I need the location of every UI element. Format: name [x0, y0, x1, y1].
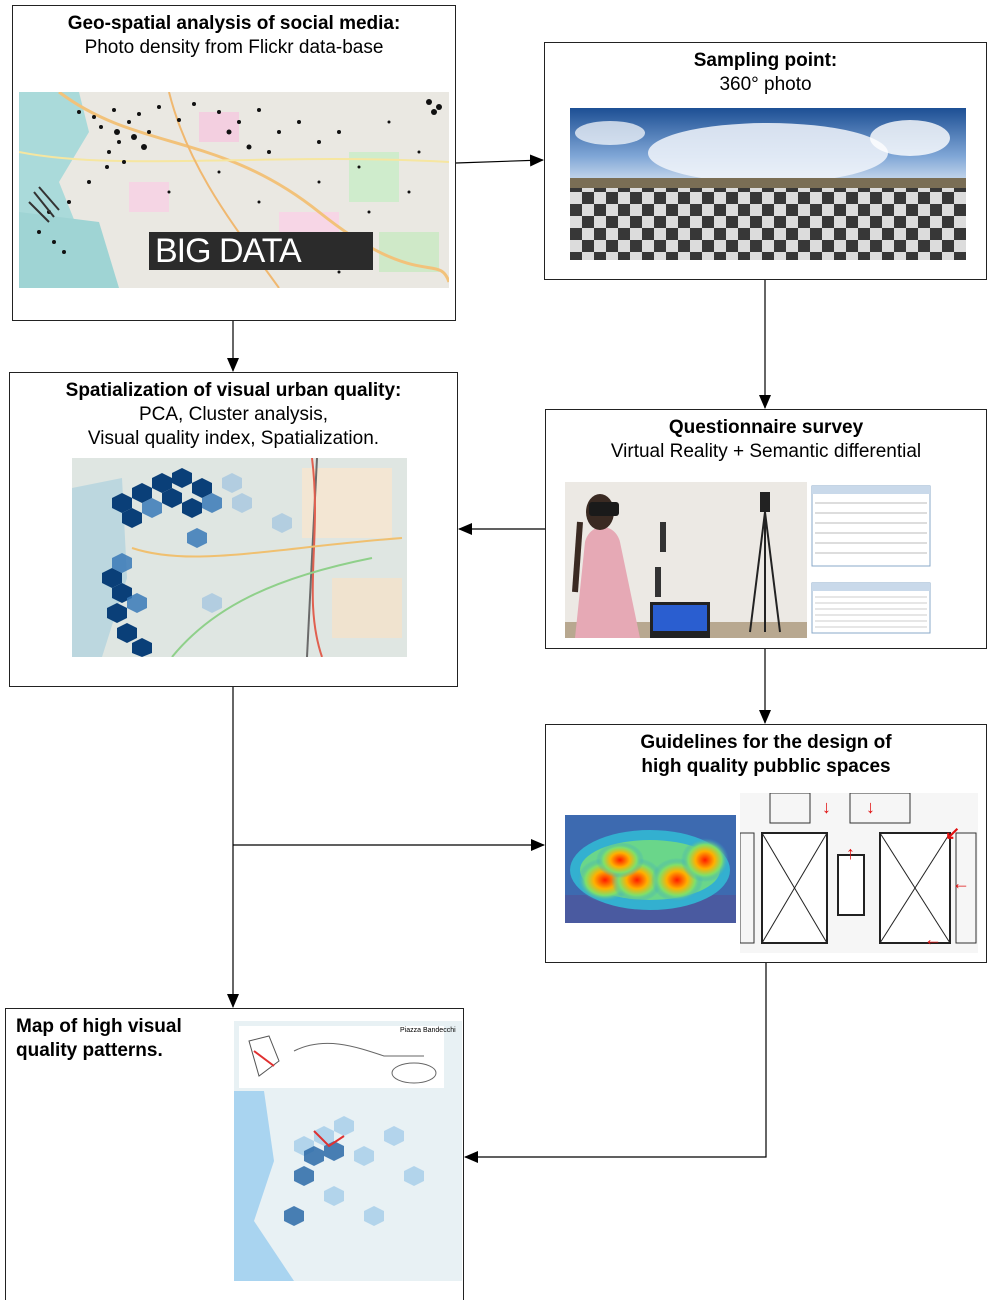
arrow-geo-to-sampling [455, 154, 544, 167]
guidelines-line2: high quality pubblic spaces [641, 756, 891, 777]
arrow-marker-icon: ← [924, 929, 942, 949]
map-line2: quality patterns. [16, 1040, 163, 1061]
piazza-plan-drawing: ↓ ↓ ↑ ↙ ← ← [740, 793, 978, 953]
questionnaire-box: Questionnaire survey Virtual Reality + S… [545, 409, 987, 649]
plan-graphic [740, 793, 978, 953]
spatialization-title-bold: Spatialization of visual urban quality: [65, 380, 402, 401]
geo-title-bold: Geo-spatial analysis of social media: [67, 13, 401, 34]
sampling-point-box: Sampling point: 360° photo [544, 42, 987, 280]
flickr-map-graphic [19, 92, 449, 288]
spatialization-line2: PCA, Cluster analysis, [138, 404, 328, 425]
flickr-density-map: BIG DATA [19, 92, 449, 288]
geo-spatial-box: Geo-spatial analysis of social media: Ph… [12, 5, 456, 321]
form-graphic [811, 485, 931, 634]
arrow-marker-icon: ← [952, 873, 970, 893]
map-patterns-box: Map of high visual quality patterns. [5, 1008, 464, 1300]
panorama-360-photo [570, 108, 966, 260]
sampling-title: Sampling point: 360° photo [545, 49, 986, 97]
questionnaire-title-bold: Questionnaire survey [668, 417, 864, 438]
map-inset-caption: Piazza Bandecchi [400, 1027, 456, 1034]
spatialization-box: Spatialization of visual urban quality: … [9, 372, 458, 687]
visual-quality-pattern-map: Piazza Bandecchi [234, 1021, 462, 1281]
arrow-marker-icon: ↑ [846, 843, 855, 863]
guidelines-line1: Guidelines for the design of [640, 732, 892, 753]
vr-photo-graphic [565, 482, 807, 638]
sampling-title-bold: Sampling point: [693, 50, 838, 71]
guidelines-title: Guidelines for the design of high qualit… [546, 731, 986, 779]
guidelines-box: Guidelines for the design of high qualit… [545, 724, 987, 963]
map-line1: Map of high visual [16, 1016, 182, 1037]
big-data-label: BIG DATA [149, 232, 373, 270]
sampling-subtitle: 360° photo [719, 74, 812, 95]
hex-map-graphic [72, 458, 407, 657]
panorama-graphic [570, 108, 966, 260]
eye-tracking-heatmap [565, 815, 736, 923]
visual-quality-hex-map [72, 458, 407, 657]
arrow-marker-icon: ↓ [822, 797, 831, 817]
arrow-marker-icon: ↙ [945, 823, 961, 843]
pattern-map-graphic [234, 1021, 462, 1281]
map-title: Map of high visual quality patterns. [16, 1015, 182, 1063]
heatmap-graphic [565, 815, 736, 923]
geo-title: Geo-spatial analysis of social media: Ph… [13, 12, 455, 60]
questionnaire-title: Questionnaire survey Virtual Reality + S… [546, 416, 986, 464]
spatialization-line3: Visual quality index, Spatialization. [87, 428, 380, 449]
semantic-differential-form [811, 485, 931, 635]
questionnaire-subtitle: Virtual Reality + Semantic differential [610, 441, 922, 462]
arrow-marker-icon: ↓ [866, 797, 875, 817]
vr-survey-photo [565, 482, 807, 638]
arrow-guidelines-to-map [464, 963, 767, 1163]
geo-subtitle: Photo density from Flickr data-base [84, 37, 384, 58]
spatialization-title: Spatialization of visual urban quality: … [10, 379, 457, 451]
